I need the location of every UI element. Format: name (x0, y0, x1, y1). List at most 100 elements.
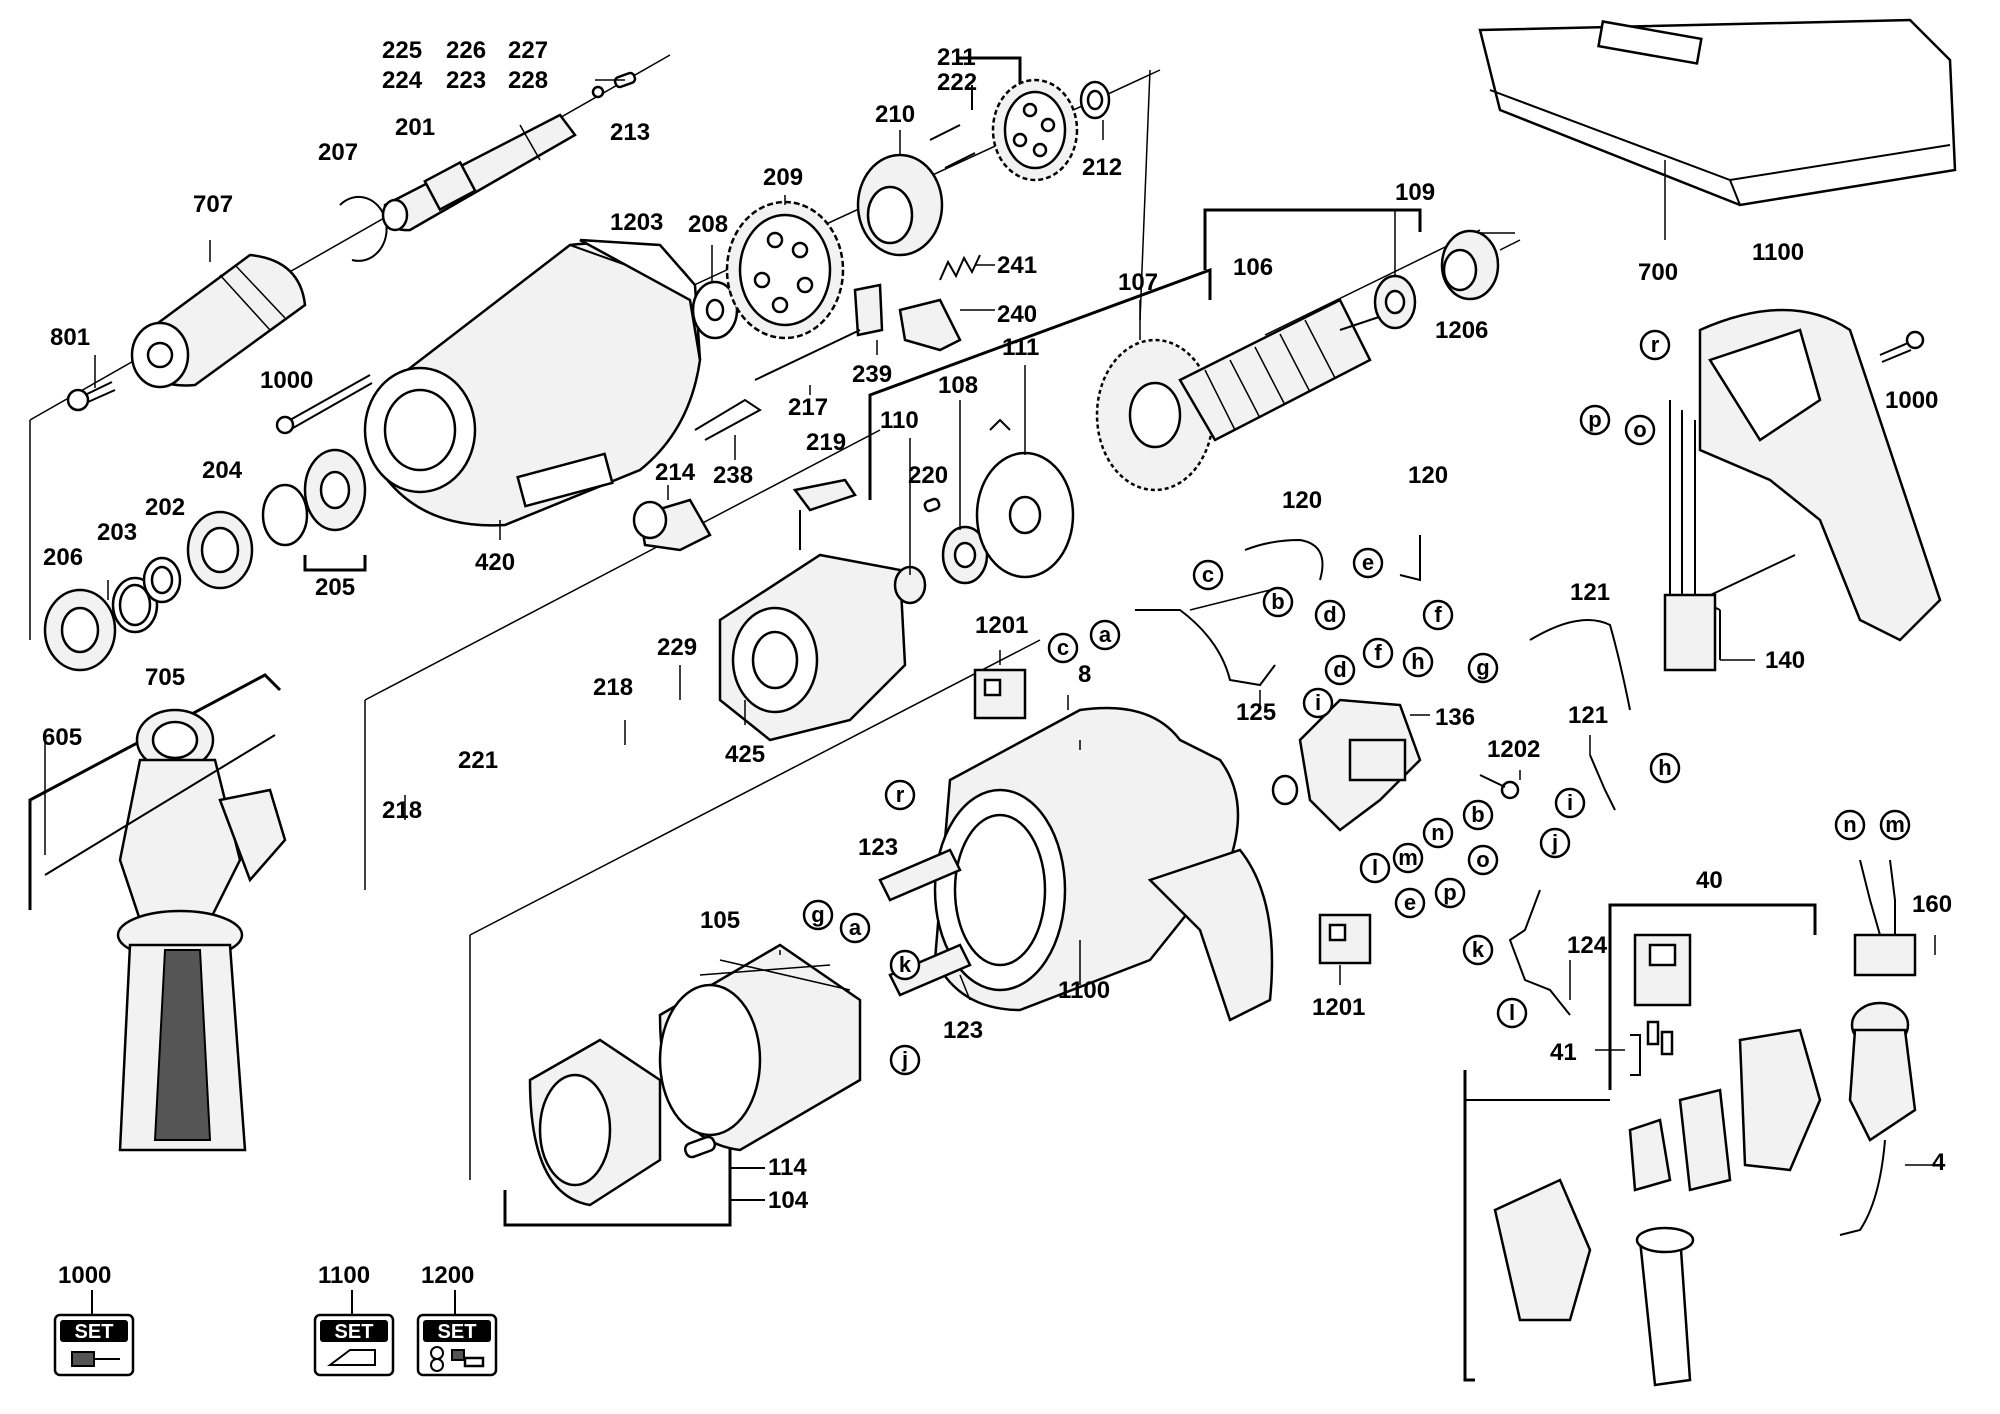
label-108: 108 (938, 372, 978, 399)
motor-housing-8 (933, 706, 1274, 1022)
washer-208 (691, 280, 739, 340)
set-badge-1000: SET (53, 1290, 135, 1377)
brush-plate-123-bottom (888, 943, 972, 997)
label-114: 114 (768, 1154, 807, 1181)
label-1203: 1203 (610, 209, 663, 236)
svg-text:l: l (1372, 855, 1378, 880)
stator-field-105 (658, 943, 862, 1152)
svg-text:a: a (1099, 622, 1112, 647)
callout-c-1: c (1192, 559, 1224, 591)
label-201: 201 (395, 114, 435, 141)
label-425: 425 (725, 741, 765, 768)
label-221: 221 (458, 747, 498, 774)
intermediate-flange-425 (718, 553, 907, 742)
label-140: 140 (1765, 647, 1805, 674)
svg-text:j: j (1551, 830, 1558, 855)
pin-213 (591, 71, 637, 99)
screw-801 (66, 381, 116, 412)
screw-1000-right (1879, 330, 1925, 363)
svg-text:d: d (1333, 657, 1346, 682)
svg-text:c: c (1057, 635, 1069, 660)
armature-106 (1178, 298, 1386, 442)
label-705: 705 (145, 664, 185, 691)
label-208: 208 (688, 211, 728, 238)
label-218-bottom: 218 (382, 797, 422, 824)
retaining-ring-207 (339, 195, 388, 262)
clutch-205 (261, 448, 367, 547)
terminal-block-1201-top (973, 668, 1027, 720)
svg-text:r: r (896, 782, 905, 807)
label-8: 8 (1078, 661, 1091, 688)
svg-text:o: o (1633, 417, 1646, 442)
label-41: 41 (1550, 1039, 1577, 1066)
svg-text:k: k (1472, 937, 1485, 962)
label-204: 204 (202, 457, 243, 484)
label-225: 225 (382, 37, 422, 64)
assembly-brackets (28, 56, 1817, 1382)
label-218-top: 218 (593, 674, 633, 701)
svg-text:j: j (901, 1047, 908, 1072)
gear-209 (725, 200, 845, 340)
callout-e-1: e (1352, 547, 1384, 579)
callout-a-1: a (1089, 619, 1121, 651)
label-111: 111 (1002, 334, 1039, 361)
svg-text:h: h (1411, 649, 1424, 674)
label-4: 4 (1932, 1149, 1946, 1176)
svg-text:e: e (1404, 890, 1416, 915)
bearing-206 (43, 588, 117, 672)
callout-h-1: h (1402, 646, 1434, 678)
svg-text:p: p (1588, 407, 1601, 432)
label-240: 240 (997, 301, 1037, 328)
set-label-1100: SET (335, 1321, 374, 1343)
brush-cable-140 (1663, 400, 1717, 672)
bearing-108 (941, 525, 989, 585)
svg-text:p: p (1443, 880, 1456, 905)
callout-l-1: l (1359, 852, 1391, 884)
wire-121-small (1589, 754, 1616, 811)
spindle-201 (381, 113, 577, 232)
callout-f-1: f (1422, 599, 1454, 631)
label-420: 420 (475, 549, 515, 576)
label-160: 160 (1912, 891, 1952, 918)
leader-lines (44, 79, 1940, 1166)
callout-g-2: g (802, 899, 834, 931)
callout-a-2: a (839, 912, 871, 944)
callout-i-1: i (1302, 687, 1334, 719)
callout-e-2: e (1394, 887, 1426, 919)
svg-text:c: c (1202, 562, 1214, 587)
label-226: 226 (446, 37, 486, 64)
brush-holder-160 (1853, 859, 1917, 977)
label-1201-bottom: 1201 (1312, 994, 1365, 1021)
clutch-disc-210 (856, 153, 944, 257)
callout-d-2: d (1324, 654, 1356, 686)
label-124: 124 (1567, 932, 1608, 959)
drill-chuck-707 (130, 253, 307, 389)
callout-k-1: k (889, 949, 921, 981)
label-1000-left: 1000 (260, 367, 313, 394)
label-224: 224 (382, 67, 423, 94)
svg-text:i: i (1315, 690, 1321, 715)
label-214: 214 (655, 459, 696, 486)
label-1206: 1206 (1435, 317, 1488, 344)
screw-1202 (1479, 774, 1520, 800)
svg-text:l: l (1509, 1000, 1515, 1025)
rod-217 (754, 329, 861, 381)
spring-241 (939, 254, 981, 281)
svg-text:f: f (1374, 640, 1382, 665)
label-707: 707 (193, 191, 233, 218)
power-cord-4 (1839, 1001, 1917, 1236)
callout-m-1: m (1392, 842, 1424, 874)
callout-o-2: o (1467, 844, 1499, 876)
label-123-top: 123 (858, 834, 898, 861)
gear-housing-1203 (363, 238, 702, 527)
washer-202 (142, 556, 182, 604)
pins-222 (929, 124, 976, 169)
callout-f-2: f (1362, 637, 1394, 669)
bearing-cap-1206 (1440, 229, 1500, 301)
callout-k-2: k (1462, 934, 1494, 966)
svg-text:g: g (811, 902, 824, 927)
svg-text:m: m (1398, 845, 1418, 870)
callout-m-2: m (1879, 809, 1911, 841)
svg-text:h: h (1658, 755, 1671, 780)
